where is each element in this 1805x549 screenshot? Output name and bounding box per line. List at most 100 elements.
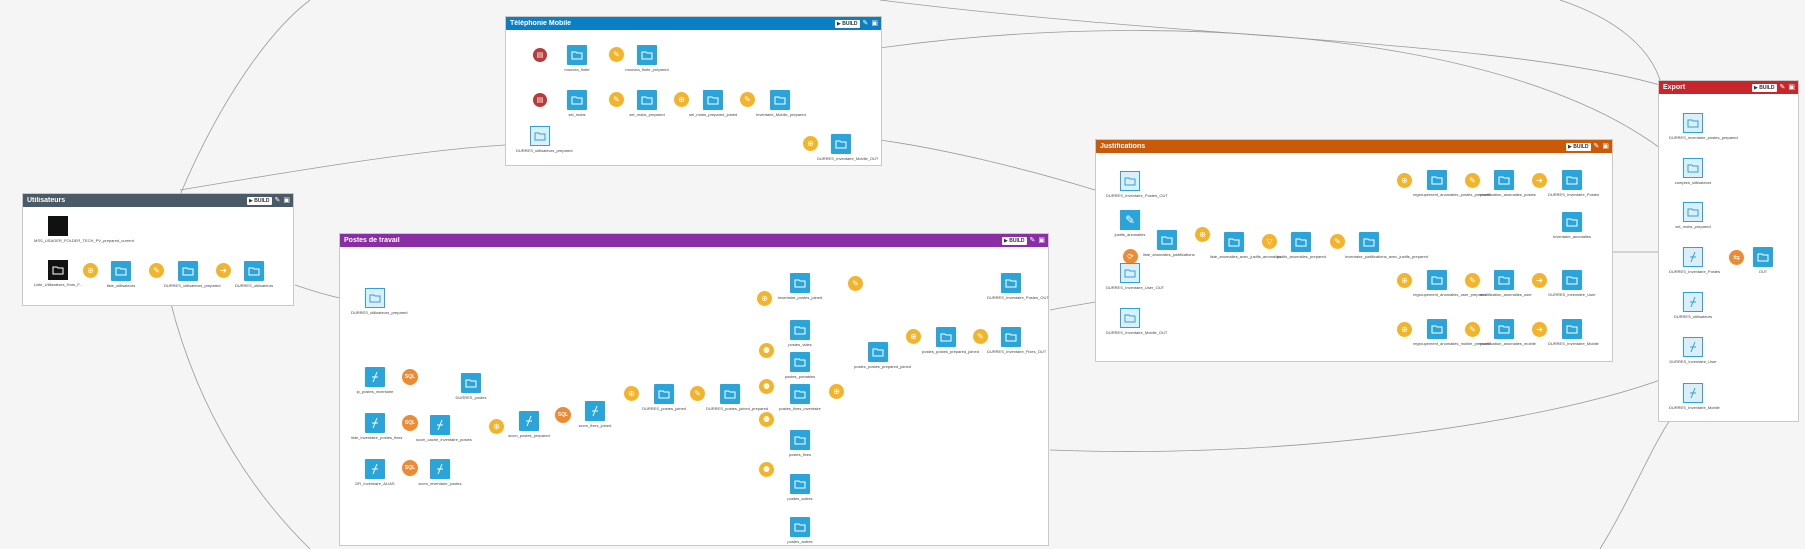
build-button[interactable]: ▶ BUILD [246, 196, 272, 205]
sql-icon[interactable]: SQL [402, 369, 418, 385]
dataset-node[interactable] [868, 342, 888, 362]
external-dataset-node[interactable] [48, 216, 68, 236]
dataset-node[interactable] [790, 384, 810, 404]
sql-icon[interactable]: SQL [555, 407, 571, 423]
dataset-node[interactable] [790, 517, 810, 537]
window-icon[interactable]: ▣ [283, 197, 290, 204]
dataset-node[interactable] [178, 261, 198, 281]
dataset-node[interactable] [1494, 170, 1514, 190]
dataset-node[interactable] [1562, 270, 1582, 290]
dataset-node[interactable] [1494, 270, 1514, 290]
dataset-node[interactable] [936, 327, 956, 347]
dataset-node[interactable] [703, 90, 723, 110]
brush-icon[interactable]: ✎ [1330, 234, 1345, 249]
dataset-node[interactable] [567, 45, 587, 65]
dataset-node[interactable] [1753, 247, 1773, 267]
zone-justifications[interactable]: Justifications ▶ BUILD ✎ ▣ DURRES_Invent… [1095, 139, 1613, 362]
dataset-node[interactable] [461, 373, 481, 393]
shared-dataset-node[interactable] [1683, 158, 1703, 178]
dataset-node[interactable] [1291, 232, 1311, 252]
join-icon[interactable]: ⊕ [674, 92, 689, 107]
sql-icon[interactable]: SQL [402, 460, 418, 476]
dataset-node[interactable] [1157, 230, 1177, 250]
build-button[interactable]: ▶ BUILD [1565, 142, 1591, 151]
pencil-icon[interactable]: ✎ [862, 20, 869, 27]
dataset-node[interactable] [365, 413, 385, 433]
dataset-node[interactable] [1359, 232, 1379, 252]
dataset-node[interactable] [111, 261, 131, 281]
brush-icon[interactable]: ✎ [973, 329, 988, 344]
shared-dataset-node[interactable] [1120, 171, 1140, 191]
dataset-node[interactable] [1427, 319, 1447, 339]
dataset-node[interactable] [1427, 270, 1447, 290]
group-icon[interactable]: ➔ [1532, 322, 1547, 337]
dataset-node[interactable] [1562, 170, 1582, 190]
pencil-icon[interactable]: ✎ [1779, 84, 1786, 91]
brush-icon[interactable]: ✎ [609, 47, 624, 62]
external-dataset-node[interactable] [48, 260, 68, 280]
zone-postes-de-travail[interactable]: Postes de travail ▶ BUILD ✎ ▣ DURRES_uti… [339, 233, 1049, 546]
build-button[interactable]: ▶ BUILD [1751, 83, 1777, 92]
dataset-node[interactable] [790, 474, 810, 494]
window-icon[interactable]: ▣ [1038, 237, 1045, 244]
python-icon[interactable]: ⟳ [1123, 249, 1138, 264]
shared-dataset-node[interactable] [1683, 247, 1703, 267]
build-button[interactable]: ▶ BUILD [834, 19, 860, 28]
group-icon[interactable]: ➔ [1532, 173, 1547, 188]
group-icon[interactable]: ➔ [216, 263, 231, 278]
brush-icon[interactable]: ✎ [1465, 273, 1480, 288]
pencil-icon[interactable]: ✎ [1029, 237, 1036, 244]
join-icon[interactable]: ⊕ [803, 136, 818, 151]
dataset-node[interactable] [365, 367, 385, 387]
export-recipe-icon[interactable]: ⇆ [1729, 250, 1744, 265]
join-icon[interactable]: ⊕ [829, 384, 844, 399]
dataset-node[interactable] [637, 90, 657, 110]
dataset-node[interactable] [831, 134, 851, 154]
brush-icon[interactable]: ✎ [1465, 173, 1480, 188]
dataset-node[interactable] [519, 411, 539, 431]
window-icon[interactable]: ▣ [1602, 143, 1609, 150]
group-icon[interactable]: ⚉ [759, 462, 774, 477]
join-icon[interactable]: ⊕ [1397, 322, 1412, 337]
brush-icon[interactable]: ✎ [149, 263, 164, 278]
shared-dataset-node[interactable] [1120, 308, 1140, 328]
join-icon[interactable]: ⊕ [757, 291, 772, 306]
dataset-node[interactable] [430, 459, 450, 479]
group-icon[interactable]: ⚉ [759, 343, 774, 358]
shared-dataset-node[interactable] [1683, 113, 1703, 133]
group-icon[interactable]: ➔ [1532, 273, 1547, 288]
zone-utilisateurs[interactable]: Utilisateurs ▶ BUILD ✎ ▣ MSS_USAGER_FOLD… [22, 193, 294, 306]
shared-dataset-node[interactable] [1683, 292, 1703, 312]
dataset-node[interactable] [244, 261, 264, 281]
dataset-node[interactable] [1562, 319, 1582, 339]
zone-telephonie-mobile[interactable]: Téléphonie Mobile ▶ BUILD ✎ ▣ ▤ moovea_f… [505, 16, 882, 166]
file-source-icon[interactable]: ▤ [533, 48, 547, 62]
build-button[interactable]: ▶ BUILD [1001, 236, 1027, 245]
brush-icon[interactable]: ✎ [690, 386, 705, 401]
dataset-node[interactable] [585, 401, 605, 421]
dataset-node[interactable] [1494, 319, 1514, 339]
join-icon[interactable]: ⊕ [83, 263, 98, 278]
window-icon[interactable]: ▣ [871, 20, 878, 27]
dataset-node[interactable] [654, 384, 674, 404]
dataset-node[interactable] [1001, 327, 1021, 347]
join-icon[interactable]: ⊕ [1397, 273, 1412, 288]
dataset-node[interactable] [567, 90, 587, 110]
dataset-node[interactable] [770, 90, 790, 110]
dataset-node[interactable] [430, 415, 450, 435]
dataset-node[interactable] [637, 45, 657, 65]
sql-icon[interactable]: SQL [402, 415, 418, 431]
dataset-node[interactable] [790, 430, 810, 450]
join-icon[interactable]: ⊕ [1397, 173, 1412, 188]
pencil-icon[interactable]: ✎ [1120, 210, 1140, 230]
window-icon[interactable]: ▣ [1788, 84, 1795, 91]
dataset-node[interactable] [365, 459, 385, 479]
dataset-node[interactable] [1562, 212, 1582, 232]
shared-dataset-node[interactable] [1683, 202, 1703, 222]
zone-export[interactable]: Export ▶ BUILD ✎ ▣ DURRES_inventaire_pos… [1658, 80, 1799, 422]
dataset-node[interactable] [790, 320, 810, 340]
join-icon[interactable]: ⊕ [489, 419, 504, 434]
group-icon[interactable]: ⚉ [759, 412, 774, 427]
dataset-node[interactable] [1001, 273, 1021, 293]
join-icon[interactable]: ⊕ [624, 386, 639, 401]
